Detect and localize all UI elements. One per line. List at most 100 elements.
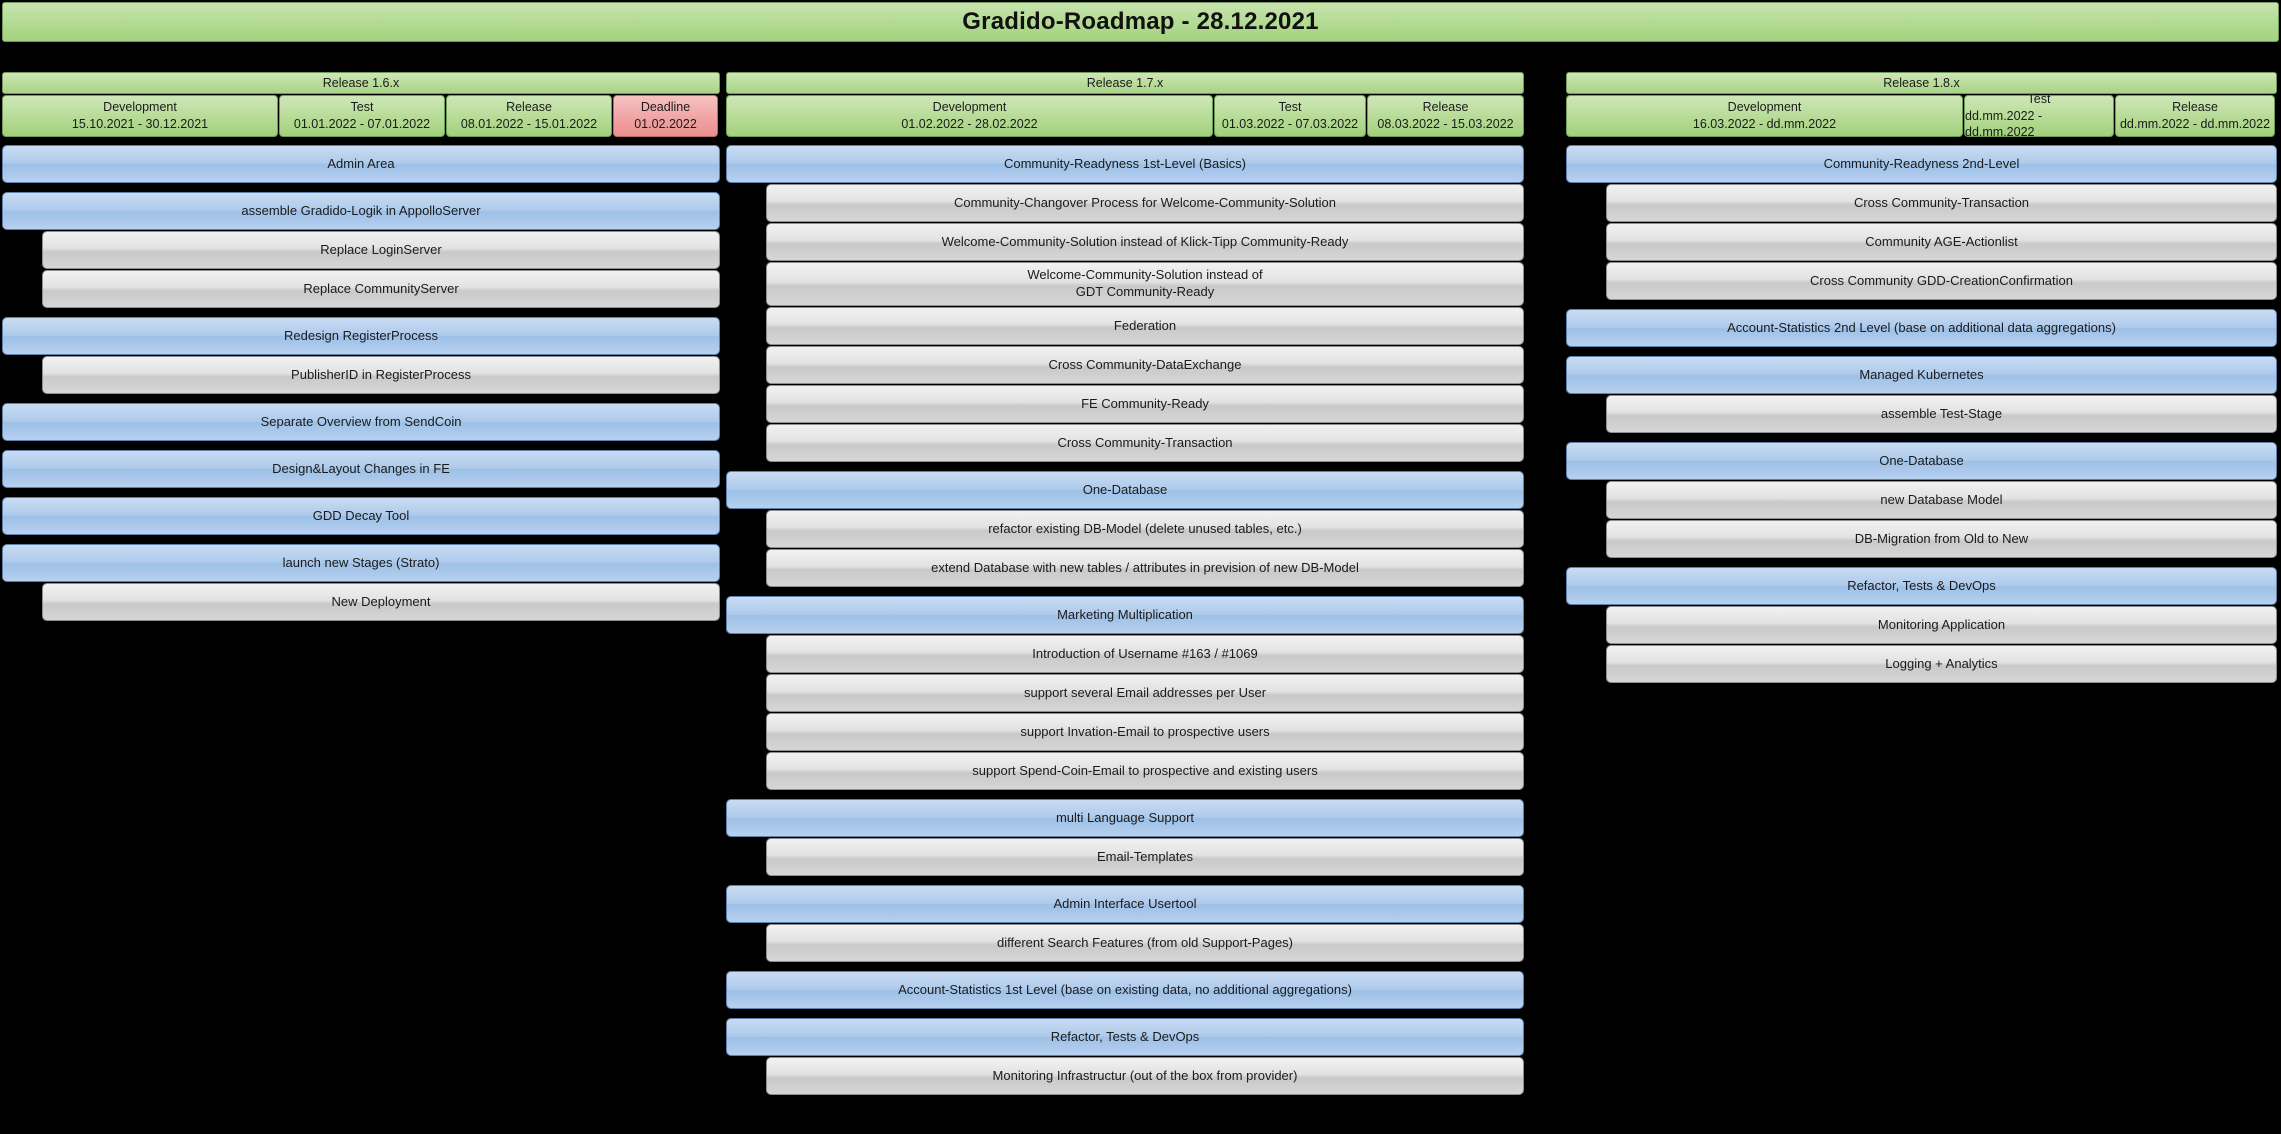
task-group: Managed Kubernetes assemble Test-Stage <box>1566 356 2277 433</box>
epic-task[interactable]: Separate Overview from SendCoin <box>2 403 720 441</box>
phase-dates: 01.03.2022 - 07.03.2022 <box>1222 116 1358 133</box>
sub-task[interactable]: Monitoring Application <box>1606 606 2277 644</box>
sub-task-label: Email-Templates <box>1097 849 1193 866</box>
task-group: launch new Stages (Strato)New Deployment <box>2 544 720 621</box>
sub-task[interactable]: New Deployment <box>42 583 720 621</box>
epic-task-label: Refactor, Tests & DevOps <box>1051 1029 1200 1046</box>
sub-task-label: Logging + Analytics <box>1885 656 1997 673</box>
epic-task[interactable]: assemble Gradido-Logik in AppolloServer <box>2 192 720 230</box>
sub-task[interactable]: Replace LoginServer <box>42 231 720 269</box>
epic-task-label: One-Database <box>1083 482 1168 499</box>
phase-dates: 15.10.2021 - 30.12.2021 <box>72 116 208 133</box>
task-list: Community-Readyness 1st-Level (Basics) Co… <box>726 145 1524 1095</box>
epic-task[interactable]: Admin Interface Usertool <box>726 885 1524 923</box>
sub-task[interactable]: PublisherID in RegisterProcess <box>42 356 720 394</box>
sub-task[interactable]: extend Database with new tables / attrib… <box>766 549 1524 587</box>
epic-task[interactable]: Redesign RegisterProcess <box>2 317 720 355</box>
sub-task[interactable]: support several Email addresses per User <box>766 674 1524 712</box>
epic-task[interactable]: Refactor, Tests & DevOps <box>1566 567 2277 605</box>
epic-task[interactable]: Refactor, Tests & DevOps <box>726 1018 1524 1056</box>
sub-task[interactable]: Monitoring Infrastructur (out of the box… <box>766 1057 1524 1095</box>
phase-name: Development <box>1728 99 1802 116</box>
epic-task[interactable]: multi Language Support <box>726 799 1524 837</box>
sub-task[interactable]: Cross Community-Transaction <box>1606 184 2277 222</box>
epic-task[interactable]: GDD Decay Tool <box>2 497 720 535</box>
epic-task[interactable]: One-Database <box>1566 442 2277 480</box>
epic-task[interactable]: launch new Stages (Strato) <box>2 544 720 582</box>
roadmap-title-bar: Gradido-Roadmap - 28.12.2021 <box>2 2 2279 42</box>
epic-task-label: Design&Layout Changes in FE <box>272 461 450 478</box>
sub-task[interactable]: assemble Test-Stage <box>1606 395 2277 433</box>
epic-task-label: Marketing Multiplication <box>1057 607 1193 624</box>
epic-task[interactable]: Admin Area <box>2 145 720 183</box>
phase-name: Release <box>2172 99 2218 116</box>
sub-task[interactable]: support Spend-Coin-Email to prospective … <box>766 752 1524 790</box>
sub-task-label: Monitoring Application <box>1878 617 2005 634</box>
sub-task[interactable]: Community-Changover Process for Welcome-… <box>766 184 1524 222</box>
epic-task[interactable]: Community-Readyness 1st-Level (Basics) <box>726 145 1524 183</box>
epic-task-label: Managed Kubernetes <box>1859 367 1983 384</box>
sub-task[interactable]: refactor existing DB-Model (delete unuse… <box>766 510 1524 548</box>
phase-dates: 01.01.2022 - 07.01.2022 <box>294 116 430 133</box>
epic-task-label: One-Database <box>1879 453 1964 470</box>
epic-task-label: GDD Decay Tool <box>313 508 410 525</box>
sub-task-label: Community AGE-Actionlist <box>1865 234 2017 251</box>
sub-task-label: support Spend-Coin-Email to prospective … <box>972 763 1317 780</box>
sub-task[interactable]: Email-Templates <box>766 838 1524 876</box>
sub-task[interactable]: Cross Community-DataExchange <box>766 346 1524 384</box>
epic-task-label: multi Language Support <box>1056 810 1194 827</box>
phase-name: Test <box>2028 91 2051 108</box>
sub-task[interactable]: Welcome-Community-Solution instead of Kl… <box>766 223 1524 261</box>
epic-task[interactable]: One-Database <box>726 471 1524 509</box>
epic-task[interactable]: Design&Layout Changes in FE <box>2 450 720 488</box>
sub-task-label: Federation <box>1114 318 1176 335</box>
sub-task-label: Replace LoginServer <box>320 242 441 259</box>
sub-task-label: Community-Changover Process for Welcome-… <box>954 195 1336 212</box>
sub-task[interactable]: Logging + Analytics <box>1606 645 2277 683</box>
sub-task-label: Monitoring Infrastructur (out of the box… <box>993 1068 1298 1085</box>
phase-name: Test <box>1279 99 1302 116</box>
sub-task-label: Cross Community-DataExchange <box>1049 357 1242 374</box>
epic-task-label: Community-Readyness 2nd-Level <box>1824 156 2020 173</box>
task-group: Design&Layout Changes in FE <box>2 450 720 488</box>
phase-name: Development <box>933 99 1007 116</box>
sub-task[interactable]: new Database Model <box>1606 481 2277 519</box>
phase-name: Test <box>351 99 374 116</box>
epic-task[interactable]: Account-Statistics 1st Level (base on ex… <box>726 971 1524 1009</box>
epic-task[interactable]: Marketing Multiplication <box>726 596 1524 634</box>
epic-task[interactable]: Managed Kubernetes <box>1566 356 2277 394</box>
sub-task[interactable]: Introduction of Username #163 / #1069 <box>766 635 1524 673</box>
page-title: Gradido-Roadmap - 28.12.2021 <box>962 8 1318 36</box>
task-group: Separate Overview from SendCoin <box>2 403 720 441</box>
sub-task[interactable]: FE Community-Ready <box>766 385 1524 423</box>
sub-task-label: extend Database with new tables / attrib… <box>931 560 1359 577</box>
sub-task[interactable]: Cross Community-Transaction <box>766 424 1524 462</box>
sub-task[interactable]: Cross Community GDD-CreationConfirmation <box>1606 262 2277 300</box>
sub-task[interactable]: support Invation-Email to prospective us… <box>766 713 1524 751</box>
sub-task-label: Welcome-Community-Solution instead of Kl… <box>942 234 1349 251</box>
sub-task[interactable]: different Search Features (from old Supp… <box>766 924 1524 962</box>
sub-task[interactable]: Community AGE-Actionlist <box>1606 223 2277 261</box>
sub-task[interactable]: Federation <box>766 307 1524 345</box>
release-name: Release 1.8.x <box>1883 76 1959 90</box>
task-group: Admin Area <box>2 145 720 183</box>
epic-task[interactable]: Account-Statistics 2nd Level (base on ad… <box>1566 309 2277 347</box>
epic-task[interactable]: Community-Readyness 2nd-Level <box>1566 145 2277 183</box>
sub-task[interactable]: DB-Migration from Old to New <box>1606 520 2277 558</box>
phase-name: Release <box>506 99 552 116</box>
sub-task[interactable]: Replace CommunityServer <box>42 270 720 308</box>
